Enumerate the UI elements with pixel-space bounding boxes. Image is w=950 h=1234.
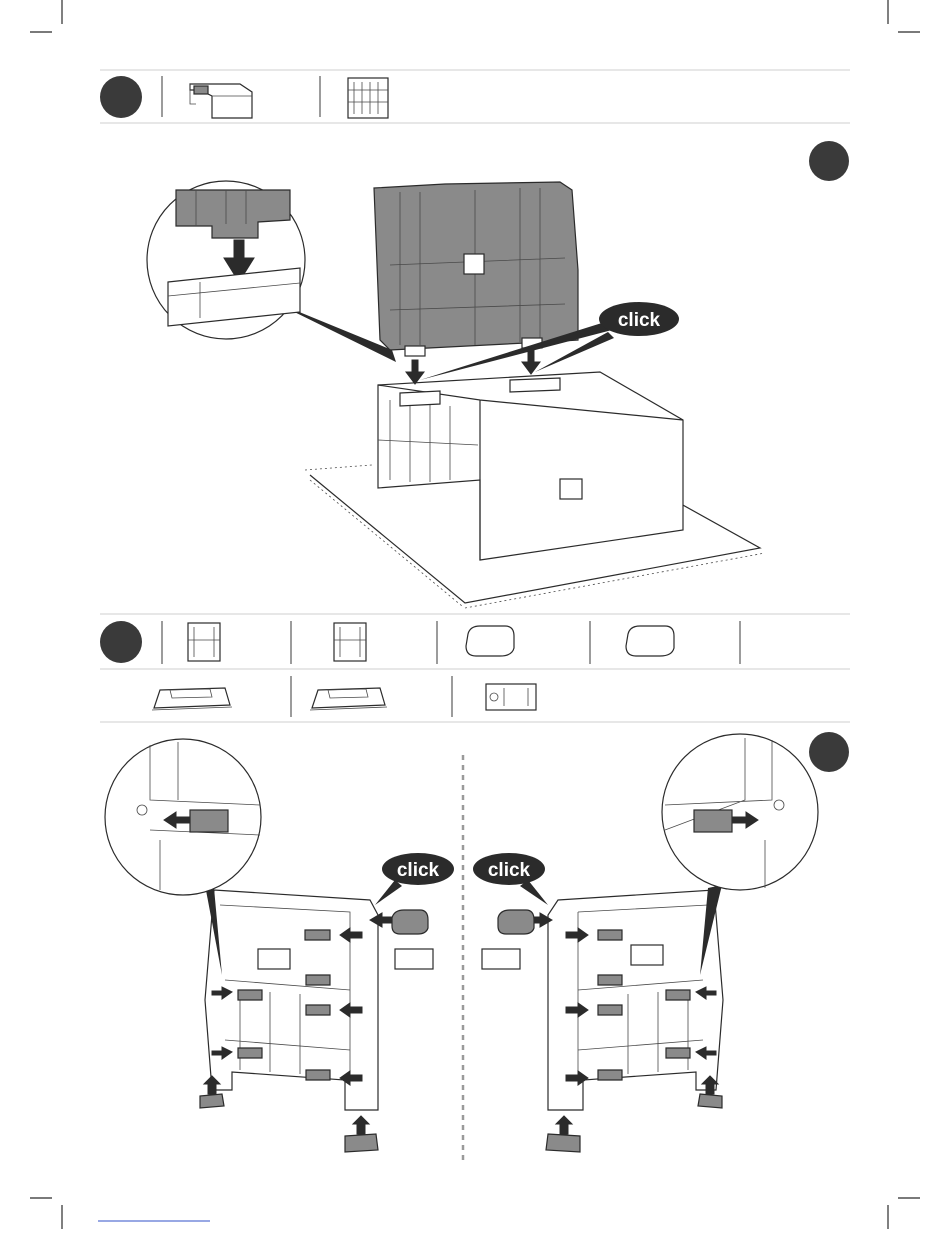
part-label-box-left-panel	[258, 949, 290, 969]
back-panel	[374, 182, 578, 384]
foot-right-b	[546, 1134, 580, 1152]
click-callout-2: click	[375, 853, 454, 905]
parts-row-2	[100, 614, 850, 722]
foot-left-b	[345, 1134, 378, 1152]
arrow-icon	[406, 360, 424, 384]
arrow-icon	[522, 350, 540, 374]
arrow-icon	[556, 1116, 572, 1134]
click-callout-text: click	[397, 860, 440, 881]
left-side-panel: click	[105, 739, 454, 1152]
part-icon-side-panel-left	[188, 623, 220, 661]
right-side-panel: click	[473, 734, 818, 1152]
step-badge-4	[809, 732, 849, 772]
parts-row-1	[100, 70, 850, 123]
detail-zoom-circle-1	[147, 181, 396, 362]
foot-right-a	[698, 1094, 722, 1108]
part-icon-top-cover	[190, 84, 252, 118]
part-label-box-panel	[464, 254, 484, 274]
step-badge-3	[100, 621, 142, 663]
step-3-diagram: click	[105, 732, 849, 1160]
part-icon-cap-right	[626, 626, 674, 656]
part-icon-connector	[486, 684, 536, 710]
step-badge-2	[809, 141, 849, 181]
part-label-box-left-cap	[395, 949, 433, 969]
foot-left-a	[200, 1094, 224, 1108]
part-icon-side-panel-right	[334, 623, 366, 661]
part-icon-back-panel	[348, 78, 388, 118]
part-icon-foot-right	[310, 688, 387, 710]
part-icon-foot-left	[152, 688, 232, 710]
part-label-box-right-panel	[631, 945, 663, 965]
click-callout-3: click	[473, 853, 548, 905]
part-label-box-right-cap	[482, 949, 520, 969]
step-1-diagram: click	[147, 141, 849, 608]
part-label-box-base	[560, 479, 582, 499]
arrow-icon	[353, 1116, 369, 1134]
step-badge-1	[100, 76, 142, 118]
click-callout-text: click	[618, 310, 661, 331]
base-unit	[378, 372, 683, 560]
part-icon-cap-left	[466, 626, 514, 656]
click-callout-text: click	[488, 860, 531, 881]
